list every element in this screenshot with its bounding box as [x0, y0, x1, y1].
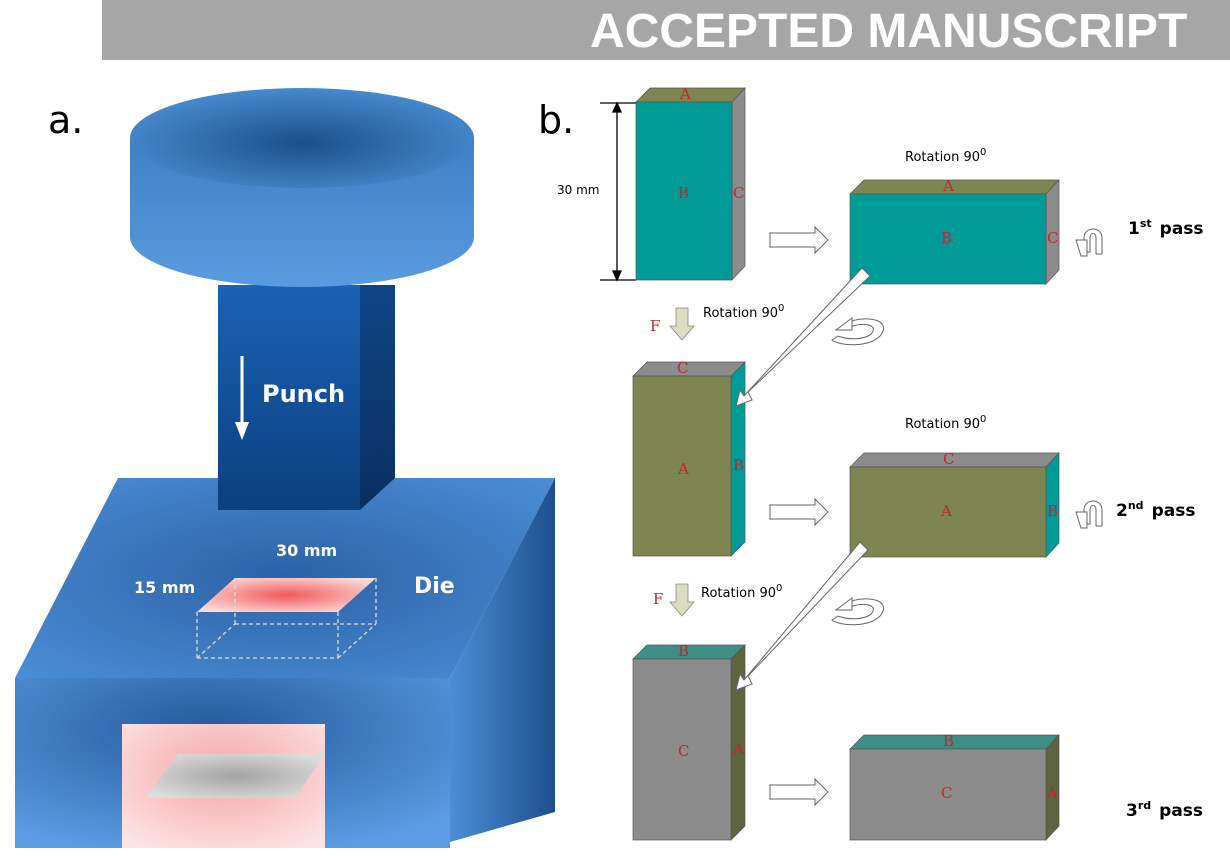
block4-face-side: B: [1047, 502, 1058, 520]
diagonal-arrow-2: [735, 541, 869, 691]
rotation-label-3: Rotation 900: [905, 414, 986, 432]
block5-face-front: C: [678, 742, 689, 760]
punch-side: [360, 285, 395, 510]
panel-b-label: b.: [538, 98, 575, 142]
dim-length-label: 30 mm: [276, 541, 337, 560]
arrow-right-1: [769, 225, 829, 255]
force-label-2: F: [653, 590, 663, 608]
diagonal-arrow-1: [735, 267, 871, 407]
curved-rotation-arrow-2: [831, 597, 885, 626]
block-pass3: [849, 734, 1060, 841]
curved-rotation-arrow-1: [831, 317, 885, 346]
block5-face-side: A: [732, 740, 744, 758]
dim-height-label: 30 mm: [557, 183, 599, 197]
rotation-label-2: Rotation 900: [703, 303, 784, 321]
block3-face-front: A: [677, 460, 689, 478]
block2-face-top: A: [942, 177, 954, 195]
block5-face-top: B: [678, 642, 689, 660]
block1-face-top: A: [679, 85, 691, 103]
panel-a-label: a.: [48, 98, 84, 142]
vertical-rotation-arrow-1: [1075, 228, 1103, 257]
block-rotated-2: [632, 644, 746, 841]
die-right-face: [450, 478, 555, 842]
block6-face-side: A: [1046, 784, 1058, 802]
banner-text: ACCEPTED MANUSCRIPT: [590, 5, 1188, 58]
force-label-1: F: [650, 317, 660, 335]
block-pass2: [849, 452, 1060, 558]
block-initial: [635, 87, 746, 281]
punch-label: Punch: [262, 380, 345, 408]
punch-arrow: [235, 356, 249, 440]
die-label: Die: [414, 574, 455, 599]
block3-face-top: C: [677, 359, 688, 377]
block4-face-front: A: [940, 502, 952, 520]
accepted-manuscript-banner: ACCEPTED MANUSCRIPT: [102, 0, 1230, 60]
arrow-right-2: [769, 497, 829, 527]
block4-face-top: C: [943, 450, 954, 468]
height-dimension: [600, 101, 636, 282]
block-pass1: [849, 179, 1060, 285]
sample-billet-section: [146, 754, 325, 798]
down-arrow-2: [669, 583, 695, 617]
down-arrow-1: [669, 307, 695, 341]
press-cylinder: [130, 88, 474, 287]
cylinder-top: [130, 88, 474, 188]
block6-face-top: B: [943, 732, 954, 750]
block6-face-front: C: [941, 784, 952, 802]
block3-face-side: B: [733, 456, 744, 474]
vertical-rotation-arrow-2: [1075, 500, 1103, 529]
rotation-label-1: Rotation 900: [905, 147, 986, 165]
block2-face-side: C: [1047, 229, 1058, 247]
sample-channel-outline: [196, 578, 377, 659]
sample-opening: [197, 578, 376, 612]
arrow-right-3: [769, 777, 829, 807]
block1-face-front: B: [678, 184, 689, 202]
block2-face-front: B: [941, 229, 952, 247]
dim-width-label: 15 mm: [134, 578, 195, 597]
block-rotated-1: [632, 361, 746, 557]
block1-face-side: C: [733, 184, 744, 202]
rotation-label-4: Rotation 900: [701, 583, 782, 601]
